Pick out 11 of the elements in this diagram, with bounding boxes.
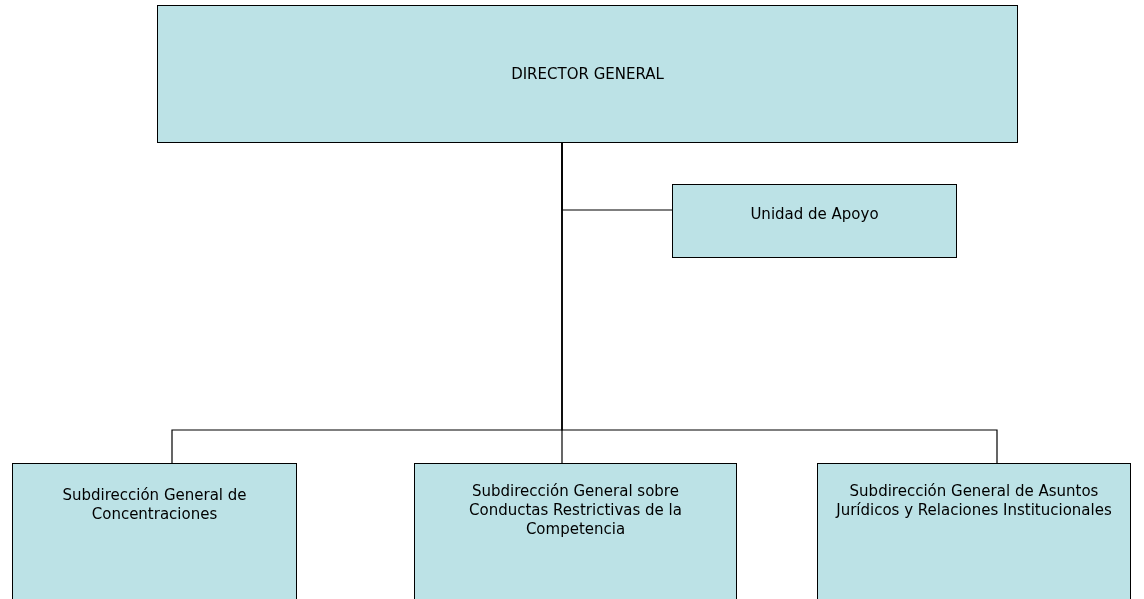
connector-line	[561, 142, 998, 464]
org-box	[157, 5, 1018, 143]
org-box	[12, 463, 297, 599]
box-label: Subdirección General de Asuntos Jurídicos y Relaciones Institucionales	[834, 482, 1113, 520]
box-label: Unidad de Apoyo	[750, 205, 879, 224]
box-label: Subdirección General sobre Conductas Restrictivas de la Competencia	[468, 482, 683, 539]
box-label: Subdirección General de Concentraciones	[61, 486, 248, 524]
box-label: DIRECTOR GENERAL	[511, 64, 664, 84]
org-box	[414, 463, 737, 599]
org-box	[817, 463, 1131, 599]
org-box	[672, 184, 957, 258]
